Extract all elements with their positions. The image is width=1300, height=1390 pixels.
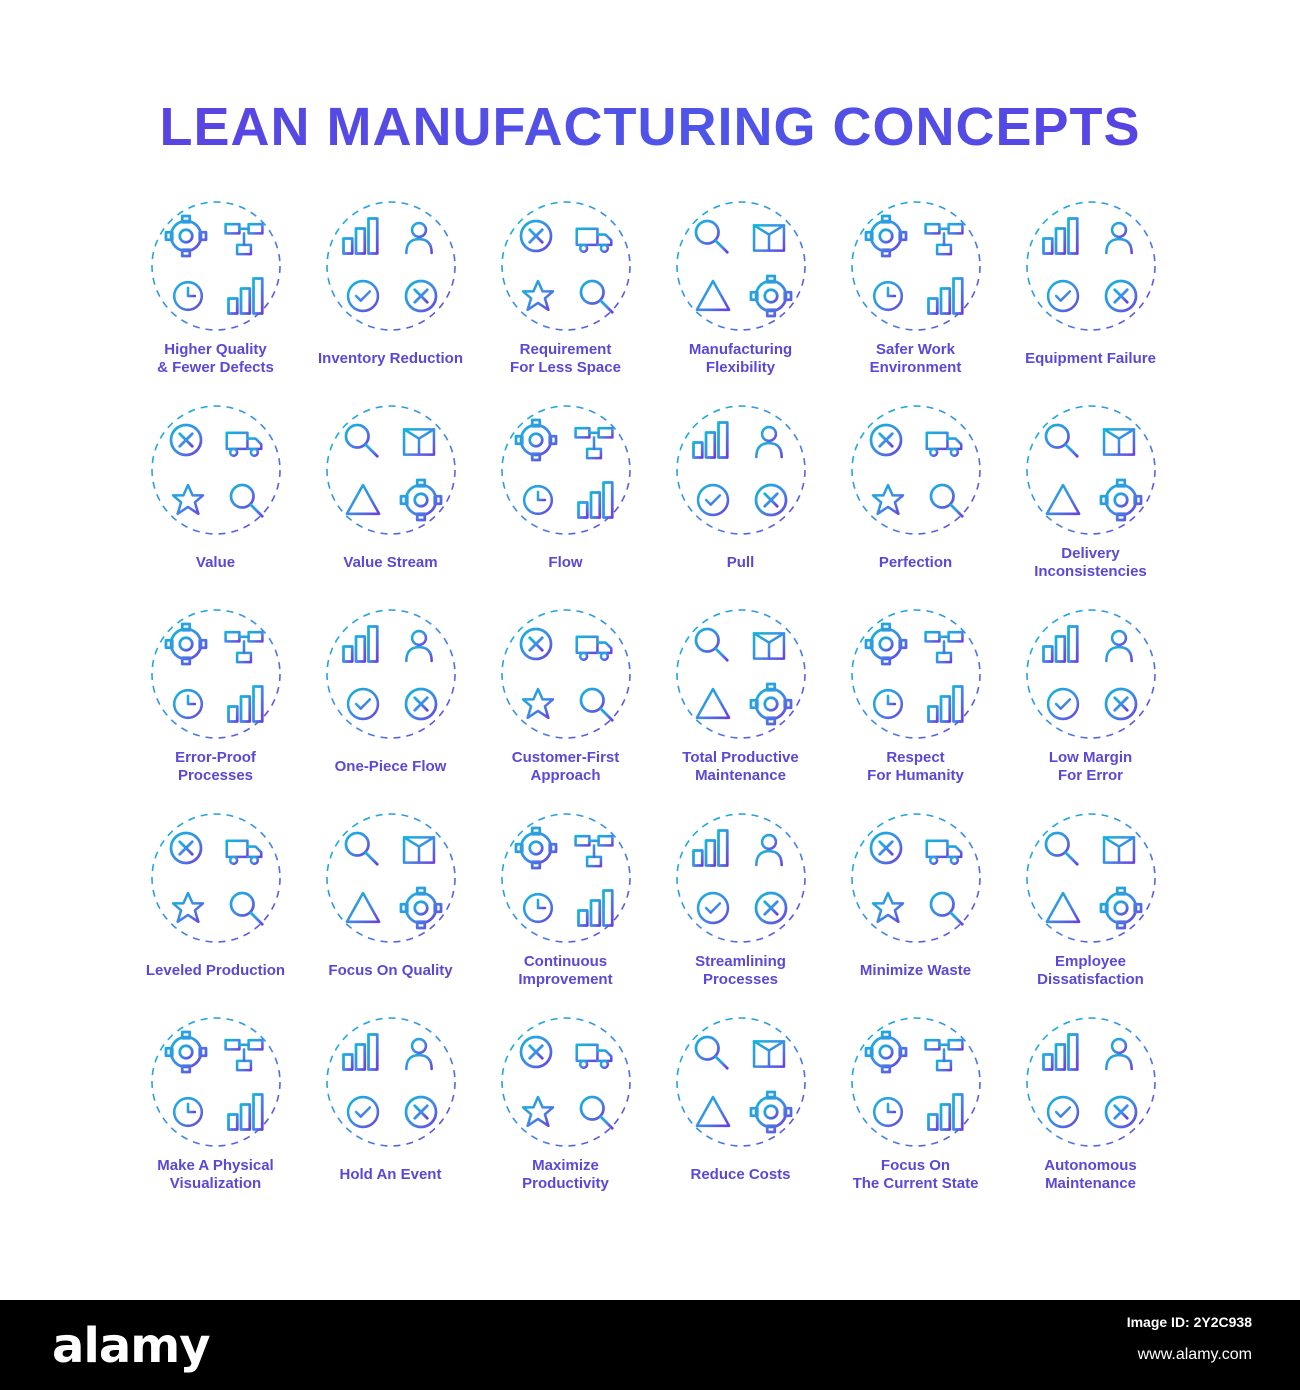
delivery-inconsistencies-icon (1019, 398, 1163, 542)
concept-item: Flow (478, 392, 653, 596)
concept-item: Continuous Improvement (478, 800, 653, 1004)
one-piece-flow-icon (319, 602, 463, 746)
concept-label: Higher Quality & Fewer Defects (157, 341, 274, 376)
focus-quality-icon (319, 806, 463, 950)
streamlining-icon (669, 806, 813, 950)
concept-label: Safer Work Environment (869, 341, 962, 376)
total-productive-maintenance-icon (669, 602, 813, 746)
employee-dissatisfaction-icon (1019, 806, 1163, 950)
concept-label: Requirement For Less Space (510, 341, 621, 376)
concept-item: Minimize Waste (828, 800, 1003, 1004)
concept-label: Focus On The Current State (852, 1157, 979, 1192)
concept-item: Make A Physical Visualization (128, 1004, 303, 1208)
inventory-reduction-icon (319, 194, 463, 338)
concept-item: Pull (653, 392, 828, 596)
concept-item: Autonomous Maintenance (1003, 1004, 1178, 1208)
concept-label: Reduce Costs (690, 1166, 791, 1183)
low-margin-icon (1019, 602, 1163, 746)
customer-first-icon (494, 602, 638, 746)
concept-label: Respect For Humanity (867, 749, 964, 784)
poster-title: LEAN MANUFACTURING CONCEPTS (0, 96, 1300, 158)
maximize-productivity-icon (494, 1010, 638, 1154)
respect-humanity-icon (844, 602, 988, 746)
image-id-text: Image ID: 2Y2C938 (1126, 1314, 1252, 1330)
concept-label: Hold An Event (339, 1166, 442, 1183)
pull-icon (669, 398, 813, 542)
concept-item: Value (128, 392, 303, 596)
concept-item: Maximize Productivity (478, 1004, 653, 1208)
concept-item: Streamlining Processes (653, 800, 828, 1004)
concept-label: Flow (548, 554, 583, 571)
alamy-logo: alamy (52, 1318, 211, 1374)
concept-label: Inventory Reduction (317, 350, 463, 367)
concept-label: Autonomous Maintenance (1044, 1157, 1137, 1192)
concept-label: Manufacturing Flexibility (688, 341, 793, 376)
concept-label: Error-Proof Processes (175, 749, 256, 784)
minimize-waste-icon (844, 806, 988, 950)
concept-item: Manufacturing Flexibility (653, 188, 828, 392)
reduce-costs-icon (669, 1010, 813, 1154)
concept-label: Total Productive Maintenance (682, 749, 799, 784)
concept-item: Focus On The Current State (828, 1004, 1003, 1208)
concept-item: Low Margin For Error (1003, 596, 1178, 800)
concept-label: Employee Dissatisfaction (1037, 953, 1144, 988)
concept-label: Streamlining Processes (695, 953, 786, 988)
concept-label: Make A Physical Visualization (157, 1157, 274, 1192)
concept-item: Error-Proof Processes (128, 596, 303, 800)
concept-item: Total Productive Maintenance (653, 596, 828, 800)
concept-label: Minimize Waste (859, 962, 972, 979)
concept-label: Low Margin For Error (1048, 749, 1133, 784)
leveled-production-icon (144, 806, 288, 950)
concept-label: Customer-First Approach (511, 749, 620, 784)
equipment-failure-icon (1019, 194, 1163, 338)
concept-label: Pull (726, 554, 755, 571)
watermark-footer: alamy Image ID: 2Y2C938 www.alamy.com (0, 1300, 1300, 1390)
concept-label: Delivery Inconsistencies (1034, 545, 1147, 580)
less-space-icon (494, 194, 638, 338)
concept-item: Employee Dissatisfaction (1003, 800, 1178, 1004)
concept-item: Leveled Production (128, 800, 303, 1004)
concept-label: Maximize Productivity (522, 1157, 609, 1192)
concept-item: Inventory Reduction (303, 188, 478, 392)
concept-item: One-Piece Flow (303, 596, 478, 800)
concept-item: Equipment Failure (1003, 188, 1178, 392)
concept-item: Reduce Costs (653, 1004, 828, 1208)
concept-item: Perfection (828, 392, 1003, 596)
physical-visualization-icon (144, 1010, 288, 1154)
safer-work-icon (844, 194, 988, 338)
quality-defects-icon (144, 194, 288, 338)
concept-label: Leveled Production (145, 962, 286, 979)
concept-label: Value Stream (343, 554, 438, 571)
concept-label: Continuous Improvement (518, 953, 613, 988)
concept-item: Respect For Humanity (828, 596, 1003, 800)
concept-item: Delivery Inconsistencies (1003, 392, 1178, 596)
concept-label: One-Piece Flow (334, 758, 447, 775)
concept-label: Equipment Failure (1025, 350, 1156, 367)
hold-event-icon (319, 1010, 463, 1154)
concept-item: Requirement For Less Space (478, 188, 653, 392)
concept-label: Focus On Quality (328, 962, 453, 979)
concept-item: Focus On Quality (303, 800, 478, 1004)
concept-label: Perfection (878, 554, 953, 571)
continuous-improvement-icon (494, 806, 638, 950)
concept-item: Customer-First Approach (478, 596, 653, 800)
current-state-icon (844, 1010, 988, 1154)
autonomous-maintenance-icon (1019, 1010, 1163, 1154)
concept-item: Value Stream (303, 392, 478, 596)
concept-item: Higher Quality & Fewer Defects (128, 188, 303, 392)
value-stream-icon (319, 398, 463, 542)
poster: LEAN MANUFACTURING CONCEPTS Higher Quali… (0, 96, 1300, 1208)
site-url: www.alamy.com (1137, 1346, 1252, 1363)
flow-icon (494, 398, 638, 542)
concept-item: Safer Work Environment (828, 188, 1003, 392)
concept-label: Value (195, 554, 236, 571)
perfection-icon (844, 398, 988, 542)
error-proof-icon (144, 602, 288, 746)
flexibility-icon (669, 194, 813, 338)
concept-item: Hold An Event (303, 1004, 478, 1208)
icon-grid: Higher Quality & Fewer Defects Inventory… (128, 188, 1178, 1208)
value-icon (144, 398, 288, 542)
